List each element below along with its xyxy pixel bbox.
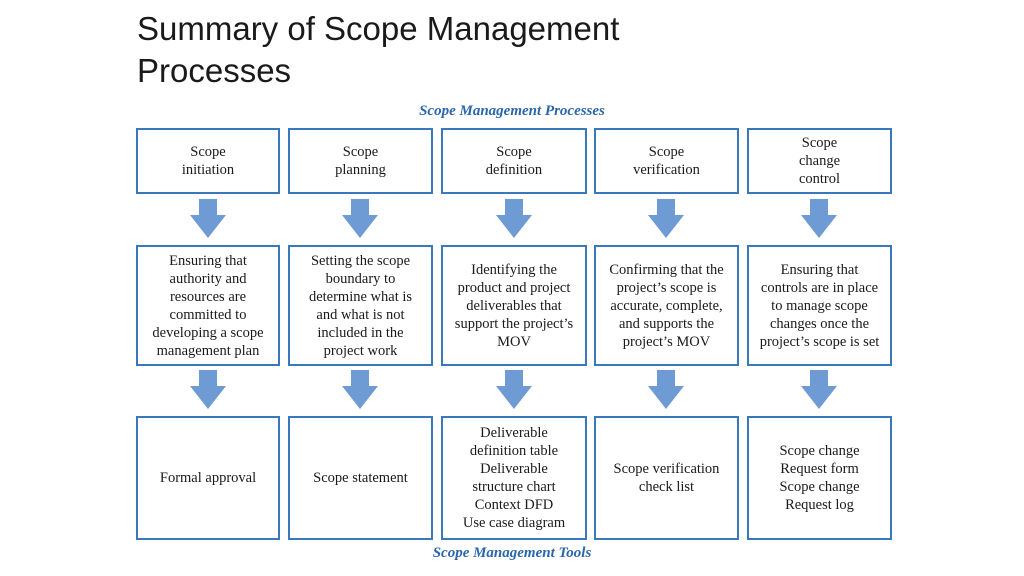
process-box-planning: Scope planning bbox=[288, 128, 433, 194]
down-arrow-icon bbox=[188, 370, 228, 410]
down-arrow-icon bbox=[494, 199, 534, 239]
down-arrow-icon bbox=[646, 370, 686, 410]
down-arrow-icon bbox=[646, 199, 686, 239]
tools-caption: Scope Management Tools bbox=[432, 545, 592, 561]
tool-box-change-request: Scope change Request form Scope change R… bbox=[747, 416, 892, 540]
tool-box-scope-statement: Scope statement bbox=[288, 416, 433, 540]
tool-box-formal-approval: Formal approval bbox=[136, 416, 280, 540]
description-box-planning: Setting the scope boundary to determine … bbox=[288, 245, 433, 366]
down-arrow-icon bbox=[799, 199, 839, 239]
down-arrow-icon bbox=[340, 370, 380, 410]
tool-box-verification-checklist: Scope verification check list bbox=[594, 416, 739, 540]
process-box-change-control: Scope change control bbox=[747, 128, 892, 194]
down-arrow-icon bbox=[799, 370, 839, 410]
process-box-initiation: Scope initiation bbox=[136, 128, 280, 194]
tool-box-deliverables: Deliverable definition table Deliverable… bbox=[441, 416, 587, 540]
description-box-verification: Confirming that the project’s scope is a… bbox=[594, 245, 739, 366]
down-arrow-icon bbox=[340, 199, 380, 239]
description-box-change-control: Ensuring that controls are in place to m… bbox=[747, 245, 892, 366]
slide-title: Summary of Scope Management Processes bbox=[137, 8, 737, 92]
process-box-verification: Scope verification bbox=[594, 128, 739, 194]
down-arrow-icon bbox=[494, 370, 534, 410]
processes-caption: Scope Management Processes bbox=[419, 103, 605, 119]
description-box-initiation: Ensuring that authority and resources ar… bbox=[136, 245, 280, 366]
down-arrow-icon bbox=[188, 199, 228, 239]
process-box-definition: Scope definition bbox=[441, 128, 587, 194]
slide-title-line-1: Summary of Scope Management bbox=[137, 10, 620, 47]
description-box-definition: Identifying the product and project deli… bbox=[441, 245, 587, 366]
slide-title-line-2: Processes bbox=[137, 52, 292, 89]
